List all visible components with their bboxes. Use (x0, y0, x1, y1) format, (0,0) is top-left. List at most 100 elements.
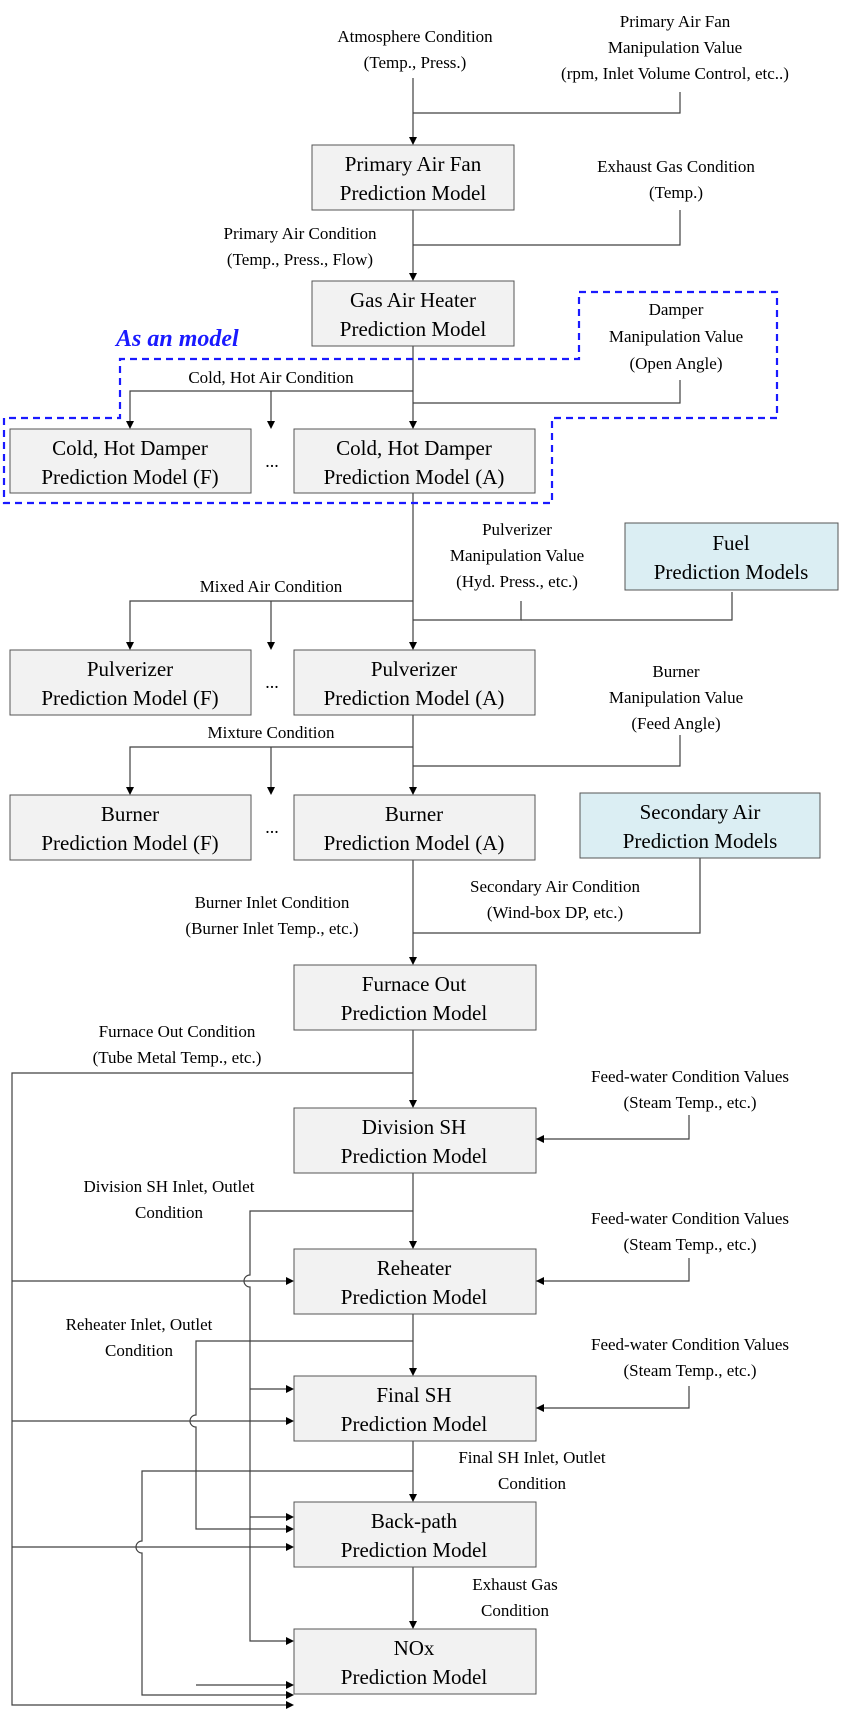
svg-text:Furnace Out Condition: Furnace Out Condition (99, 1022, 256, 1041)
svg-text:Prediction Model (A): Prediction Model (A) (324, 465, 505, 489)
svg-text:Fuel: Fuel (712, 531, 750, 555)
svg-text:Manipulation Value: Manipulation Value (609, 688, 743, 707)
svg-text:Primary Air Fan: Primary Air Fan (620, 12, 731, 31)
reheater-box: Reheater Prediction Model (293, 1248, 537, 1315)
svg-text:(Hyd. Press., etc.): (Hyd. Press., etc.) (456, 572, 578, 591)
label-exhaust-gas-temp: Exhaust Gas Condition (Temp.) (597, 157, 755, 202)
svg-text:(Open Angle): (Open Angle) (629, 354, 722, 373)
burner-f-box: Burner Prediction Model (F) (9, 794, 252, 861)
svg-text:Condition: Condition (135, 1203, 204, 1222)
label-burner-inlet-condition: Burner Inlet Condition (Burner Inlet Tem… (185, 893, 358, 938)
svg-text:Burner: Burner (101, 802, 159, 826)
back-path-box: Back-path Prediction Model (293, 1501, 537, 1568)
label-feedwater-1: Feed-water Condition Values (Steam Temp.… (591, 1067, 789, 1112)
svg-text:(Burner Inlet Temp., etc.): (Burner Inlet Temp., etc.) (185, 919, 358, 938)
svg-text:Prediction Model: Prediction Model (341, 1665, 488, 1689)
label-final-sh-condition: Final SH Inlet, Outlet Condition (458, 1448, 606, 1493)
svg-text:Feed-water Condition Values: Feed-water Condition Values (591, 1209, 789, 1228)
svg-text:Condition: Condition (105, 1341, 174, 1360)
label-mixture-condition: Mixture Condition (207, 723, 335, 742)
svg-text:Exhaust Gas: Exhaust Gas (472, 1575, 557, 1594)
furnace-out-box: Furnace Out Prediction Model (293, 964, 537, 1031)
svg-text:(Wind-box DP, etc.): (Wind-box DP, etc.) (487, 903, 623, 922)
svg-text:(rpm, Inlet Volume Control, et: (rpm, Inlet Volume Control, etc..) (561, 64, 789, 83)
label-pulverizer-manipulation: Pulverizer Manipulation Value (Hyd. Pres… (450, 520, 584, 591)
ellipsis-damper: ... (265, 451, 279, 471)
svg-text:Pulverizer: Pulverizer (371, 657, 457, 681)
label-mixed-air-condition: Mixed Air Condition (200, 577, 343, 596)
svg-text:Prediction Model: Prediction Model (341, 1412, 488, 1436)
svg-text:Manipulation Value: Manipulation Value (609, 327, 743, 346)
svg-text:Exhaust Gas Condition: Exhaust Gas Condition (597, 157, 755, 176)
svg-text:Prediction Models: Prediction Models (623, 829, 778, 853)
svg-text:Secondary Air Condition: Secondary Air Condition (470, 877, 640, 896)
label-division-sh-condition: Division SH Inlet, Outlet Condition (84, 1177, 255, 1222)
ellipsis-burner: ... (265, 817, 279, 837)
svg-text:Prediction Model (A): Prediction Model (A) (324, 686, 505, 710)
svg-text:Division SH Inlet, Outlet: Division SH Inlet, Outlet (84, 1177, 255, 1196)
svg-text:Condition: Condition (498, 1474, 567, 1493)
svg-text:Prediction Model (F): Prediction Model (F) (41, 465, 218, 489)
svg-text:Reheater Inlet, Outlet: Reheater Inlet, Outlet (66, 1315, 213, 1334)
svg-text:Prediction Model: Prediction Model (341, 1144, 488, 1168)
pulverizer-a-box: Pulverizer Prediction Model (A) (293, 649, 536, 716)
svg-text:Damper: Damper (649, 300, 704, 319)
label-exhaust-gas-condition: Exhaust Gas Condition (472, 1575, 557, 1620)
svg-text:Prediction Model (A): Prediction Model (A) (324, 831, 505, 855)
label-feedwater-2: Feed-water Condition Values (Steam Temp.… (591, 1209, 789, 1254)
svg-text:(Tube Metal Temp., etc.): (Tube Metal Temp., etc.) (93, 1048, 262, 1067)
connectors (11, 78, 733, 1706)
svg-text:Secondary Air: Secondary Air (640, 800, 761, 824)
svg-text:Furnace Out: Furnace Out (362, 972, 467, 996)
svg-text:Feed-water Condition Values: Feed-water Condition Values (591, 1335, 789, 1354)
svg-text:(Temp., Press., Flow): (Temp., Press., Flow) (227, 250, 373, 269)
label-atmosphere: Atmosphere Condition (Temp., Press.) (337, 27, 493, 72)
secondary-air-box: Secondary Air Prediction Models (579, 792, 821, 859)
svg-text:(Temp.): (Temp.) (649, 183, 703, 202)
svg-text:(Steam Temp., etc.): (Steam Temp., etc.) (623, 1235, 756, 1254)
damper-f-box: Cold, Hot Damper Prediction Model (F) (9, 428, 252, 494)
svg-text:Prediction Model (F): Prediction Model (F) (41, 831, 218, 855)
damper-a-box: Cold, Hot Damper Prediction Model (A) (293, 428, 536, 494)
svg-text:Prediction Model: Prediction Model (340, 317, 487, 341)
svg-text:(Feed Angle): (Feed Angle) (631, 714, 720, 733)
svg-text:Cold, Hot Damper: Cold, Hot Damper (336, 436, 492, 460)
svg-text:Back-path: Back-path (371, 1509, 458, 1533)
division-sh-box: Division SH Prediction Model (293, 1107, 537, 1174)
ellipsis-pulverizer: ... (265, 672, 279, 692)
svg-text:Prediction Model: Prediction Model (341, 1538, 488, 1562)
svg-text:Burner: Burner (385, 802, 443, 826)
svg-text:(Steam Temp., etc.): (Steam Temp., etc.) (623, 1093, 756, 1112)
svg-text:Pulverizer: Pulverizer (482, 520, 552, 539)
label-primary-air-fan-manipulation: Primary Air Fan Manipulation Value (rpm,… (561, 12, 789, 83)
svg-text:Final SH Inlet, Outlet: Final SH Inlet, Outlet (458, 1448, 606, 1467)
gas-air-heater-box: Gas Air Heater Prediction Model (311, 280, 515, 347)
fuel-box: Fuel Prediction Models (624, 522, 839, 591)
arrowheads (126, 137, 544, 1709)
model-group-label: As an model (114, 326, 239, 352)
nox-box: NOx Prediction Model (293, 1628, 537, 1695)
svg-text:Final SH: Final SH (376, 1383, 451, 1407)
label-secondary-air-condition: Secondary Air Condition (Wind-box DP, et… (470, 877, 640, 922)
svg-text:Feed-water Condition Values: Feed-water Condition Values (591, 1067, 789, 1086)
label-reheater-condition: Reheater Inlet, Outlet Condition (66, 1315, 213, 1360)
svg-text:Manipulation Value: Manipulation Value (608, 38, 742, 57)
primary-air-fan-box: Primary Air Fan Prediction Model (311, 144, 515, 211)
svg-text:Prediction Model: Prediction Model (341, 1285, 488, 1309)
label-damper-manipulation: Damper Manipulation Value (Open Angle) (609, 300, 743, 373)
burner-a-box: Burner Prediction Model (A) (293, 794, 536, 861)
label-burner-manipulation: Burner Manipulation Value (Feed Angle) (609, 662, 743, 733)
final-sh-box: Final SH Prediction Model (293, 1375, 537, 1442)
svg-text:Pulverizer: Pulverizer (87, 657, 173, 681)
svg-text:Burner: Burner (652, 662, 700, 681)
svg-text:Prediction Model: Prediction Model (340, 181, 487, 205)
svg-text:Primary Air Fan: Primary Air Fan (345, 152, 482, 176)
pulverizer-f-box: Pulverizer Prediction Model (F) (9, 649, 252, 716)
svg-text:(Steam Temp., etc.): (Steam Temp., etc.) (623, 1361, 756, 1380)
svg-text:Condition: Condition (481, 1601, 550, 1620)
svg-text:Manipulation Value: Manipulation Value (450, 546, 584, 565)
svg-text:Atmosphere Condition: Atmosphere Condition (337, 27, 493, 46)
svg-text:Prediction Model: Prediction Model (341, 1001, 488, 1025)
svg-text:Burner Inlet Condition: Burner Inlet Condition (195, 893, 350, 912)
